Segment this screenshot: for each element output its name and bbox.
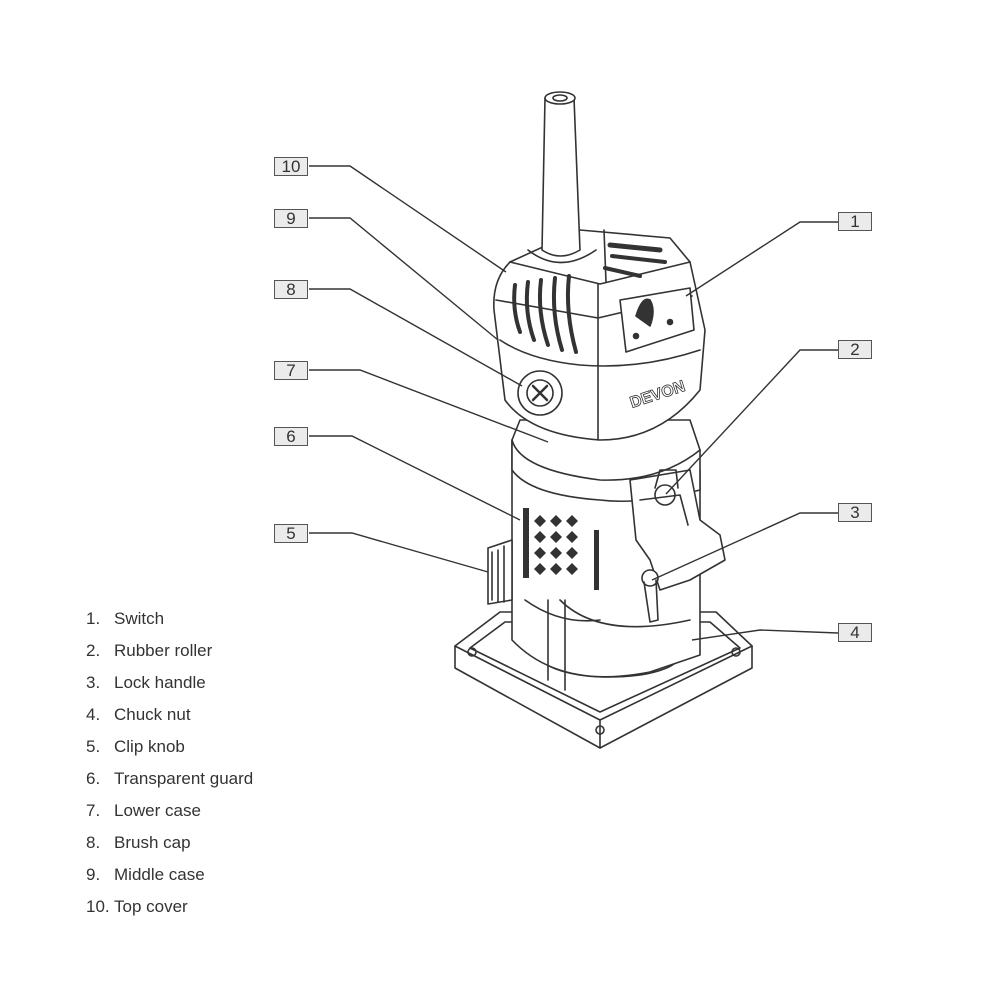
legend-item: 9. Middle case (86, 862, 253, 894)
legend-name: Chuck nut (114, 705, 191, 724)
legend-num: 9. (86, 865, 101, 884)
callout-1: 1 (838, 212, 872, 231)
brush-cap (517, 370, 563, 416)
legend-num: 5. (86, 737, 101, 756)
callout-2: 2 (838, 340, 872, 359)
legend-item: 8. Brush cap (86, 830, 253, 862)
legend-item: 5. Clip knob (86, 734, 253, 766)
vent-grid (523, 508, 599, 590)
leader-lines (309, 165, 839, 641)
callout-4: 4 (838, 623, 872, 642)
callout-7: 7 (274, 361, 308, 380)
legend-num: 6. (86, 769, 101, 788)
legend-name: Transparent guard (114, 769, 254, 788)
legend-num: 2. (86, 641, 101, 660)
legend-name: Switch (114, 609, 165, 628)
clip-knob (487, 539, 513, 605)
legend-item: 7. Lower case (86, 798, 253, 830)
spindle-tube (527, 91, 597, 264)
legend-num: 10. (86, 897, 110, 916)
legend-item: 1. Switch (86, 606, 253, 638)
legend-item: 3. Lock handle (86, 670, 253, 702)
callout-3: 3 (838, 503, 872, 522)
callout-5: 5 (274, 524, 308, 543)
callout-9: 9 (274, 209, 308, 228)
legend-item: 10.Top cover (86, 894, 253, 926)
legend-num: 3. (86, 673, 101, 692)
legend-name: Rubber roller (114, 641, 213, 660)
top-vents (512, 242, 667, 354)
legend-num: 4. (86, 705, 101, 724)
legend-num: 1. (86, 609, 101, 628)
legend-name: Middle case (114, 865, 205, 884)
legend-name: Brush cap (114, 833, 191, 852)
callout-6: 6 (274, 427, 308, 446)
legend-name: Lock handle (114, 673, 206, 692)
legend-name: Top cover (114, 897, 188, 916)
legend-name: Lower case (114, 801, 201, 820)
legend-item: 4. Chuck nut (86, 702, 253, 734)
legend-num: 7. (86, 801, 101, 820)
legend-item: 2. Rubber roller (86, 638, 253, 670)
lock-handle (629, 469, 726, 623)
legend-num: 8. (86, 833, 101, 852)
switch-block (619, 287, 695, 353)
callout-10: 10 (274, 157, 308, 176)
callout-8: 8 (274, 280, 308, 299)
legend-item: 6. Transparent guard (86, 766, 253, 798)
parts-legend: 1. Switch 2. Rubber roller 3. Lock handle 4… (86, 606, 253, 926)
legend-name: Clip knob (114, 737, 185, 756)
